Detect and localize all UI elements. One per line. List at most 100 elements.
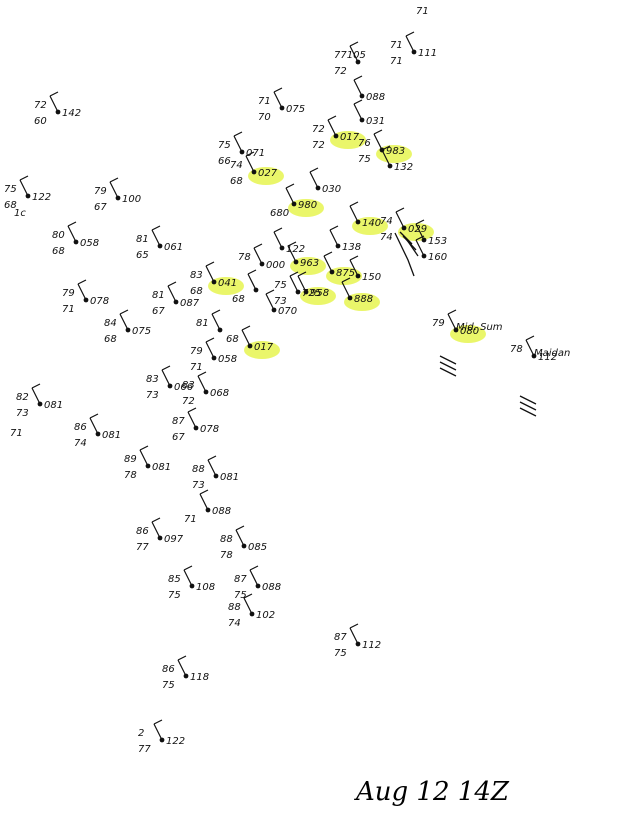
wind-barb — [243, 597, 253, 615]
wind-barb-feather — [235, 525, 245, 531]
station-plot — [273, 227, 285, 251]
pressure-value: 078 — [90, 296, 109, 307]
wind-barb — [273, 231, 283, 249]
dewpoint-value: 73 — [274, 296, 287, 307]
station-plot — [241, 325, 253, 349]
station-plot — [353, 99, 365, 123]
pressure-value: 122 — [32, 192, 51, 203]
station-plot — [31, 383, 43, 407]
wind-barb-feather — [197, 371, 207, 377]
wind-barb-feather — [415, 235, 425, 241]
temperature-value: 71 — [258, 96, 271, 107]
wind-barb — [349, 205, 359, 223]
wind-barb — [199, 493, 209, 511]
station-plot — [233, 131, 245, 155]
wind-barb-feather — [285, 183, 295, 189]
pressure-value: 080 — [460, 326, 479, 337]
station-plot — [353, 75, 365, 99]
dewpoint-value: 73 — [146, 390, 159, 401]
station-plot — [265, 289, 277, 313]
wind-barb-feather — [341, 277, 351, 283]
pressure-value: 058 — [80, 238, 99, 249]
pressure-value: 958 — [310, 288, 329, 299]
wind-barb-feather — [297, 271, 307, 277]
dewpoint-value: 73 — [16, 408, 29, 419]
pressure-value: 725 — [302, 288, 321, 299]
wind-barb — [247, 273, 257, 291]
dewpoint-value: 68 — [190, 286, 203, 297]
wind-barb-feather — [31, 383, 41, 389]
wind-barb — [525, 339, 535, 357]
pressure-value: 070 — [278, 306, 297, 317]
temperature-value: 78 — [238, 252, 251, 263]
wind-barb — [77, 283, 87, 301]
temperature-value: 68 — [226, 334, 239, 345]
wind-barb-feather — [177, 655, 187, 661]
dewpoint-value: 77 — [138, 744, 151, 755]
station-plot — [253, 243, 265, 267]
dewpoint-value: 75 — [162, 680, 175, 691]
pressure-value: 000 — [266, 260, 285, 271]
station-plot — [235, 525, 247, 549]
temperature-value: 77105 — [334, 50, 366, 61]
dewpoint-value: 72 — [312, 140, 325, 151]
station-plot — [161, 365, 173, 389]
pressure-value: 071 — [246, 148, 265, 159]
pressure-value: 017 — [340, 132, 360, 143]
wind-barb — [187, 411, 197, 429]
pressure-value: 068 — [210, 388, 229, 399]
pressure-value: 111 — [418, 48, 437, 59]
temperature-value: 75 — [274, 280, 287, 291]
pressure-value: 160 — [428, 252, 447, 263]
pressure-value: 140 — [362, 218, 381, 229]
temperature-value: 81 — [136, 234, 149, 245]
label-layer: 7260142771057271711110887170075031727201… — [4, 6, 570, 755]
wind-barb — [327, 119, 337, 137]
temperature-value: 71 — [390, 40, 403, 51]
wind-barb — [287, 245, 297, 263]
wind-barb-feather — [353, 99, 363, 105]
wind-barb-feather — [187, 407, 197, 413]
pressure-value: 031 — [366, 116, 385, 127]
wind-barb-feather — [273, 227, 283, 233]
station-plot — [151, 225, 163, 249]
pressure-value: 132 — [394, 162, 413, 173]
temperature-value: 72 — [34, 100, 47, 111]
highlight-mark — [326, 267, 362, 285]
dewpoint-value: 71 — [390, 56, 403, 67]
temperature-value: 83 — [146, 374, 159, 385]
station-plot — [119, 309, 131, 333]
temperature-value: 88 — [228, 602, 241, 613]
temperature-value: 87 — [334, 632, 347, 643]
pressure-value: 108 — [196, 582, 215, 593]
wind-barb-feather — [89, 413, 99, 419]
wind-barb — [405, 35, 415, 53]
pressure-value: 041 — [218, 278, 237, 289]
highlight-mark — [330, 131, 366, 149]
station-plot — [151, 517, 163, 541]
wind-barb — [167, 285, 177, 303]
dewpoint-value: 74 — [228, 618, 241, 629]
station-plot — [197, 371, 209, 395]
temperature-value: 89 — [124, 454, 137, 465]
highlight-mark — [376, 145, 412, 163]
station-layer — [19, 31, 537, 743]
temperature-value: 87 — [234, 574, 247, 585]
temperature-value: 75 — [4, 184, 17, 195]
highlight-mark — [352, 217, 388, 235]
wind-barb-feather — [139, 445, 149, 451]
wind-barb-feather — [327, 115, 337, 121]
dewpoint-value: 78 — [220, 550, 233, 561]
wind-barb — [353, 103, 363, 121]
wind-barb — [323, 255, 333, 273]
pressure-value: 122 — [166, 736, 185, 747]
dewpoint-value: 72 — [182, 396, 195, 407]
dewpoint-value: 71 — [190, 362, 203, 373]
station-plot — [205, 337, 217, 361]
temperature-value: 85 — [168, 574, 181, 585]
station-plot — [207, 455, 219, 479]
dewpoint-value: 71 — [62, 304, 75, 315]
station-plot — [525, 335, 537, 359]
wind-barb-feather — [241, 325, 251, 331]
